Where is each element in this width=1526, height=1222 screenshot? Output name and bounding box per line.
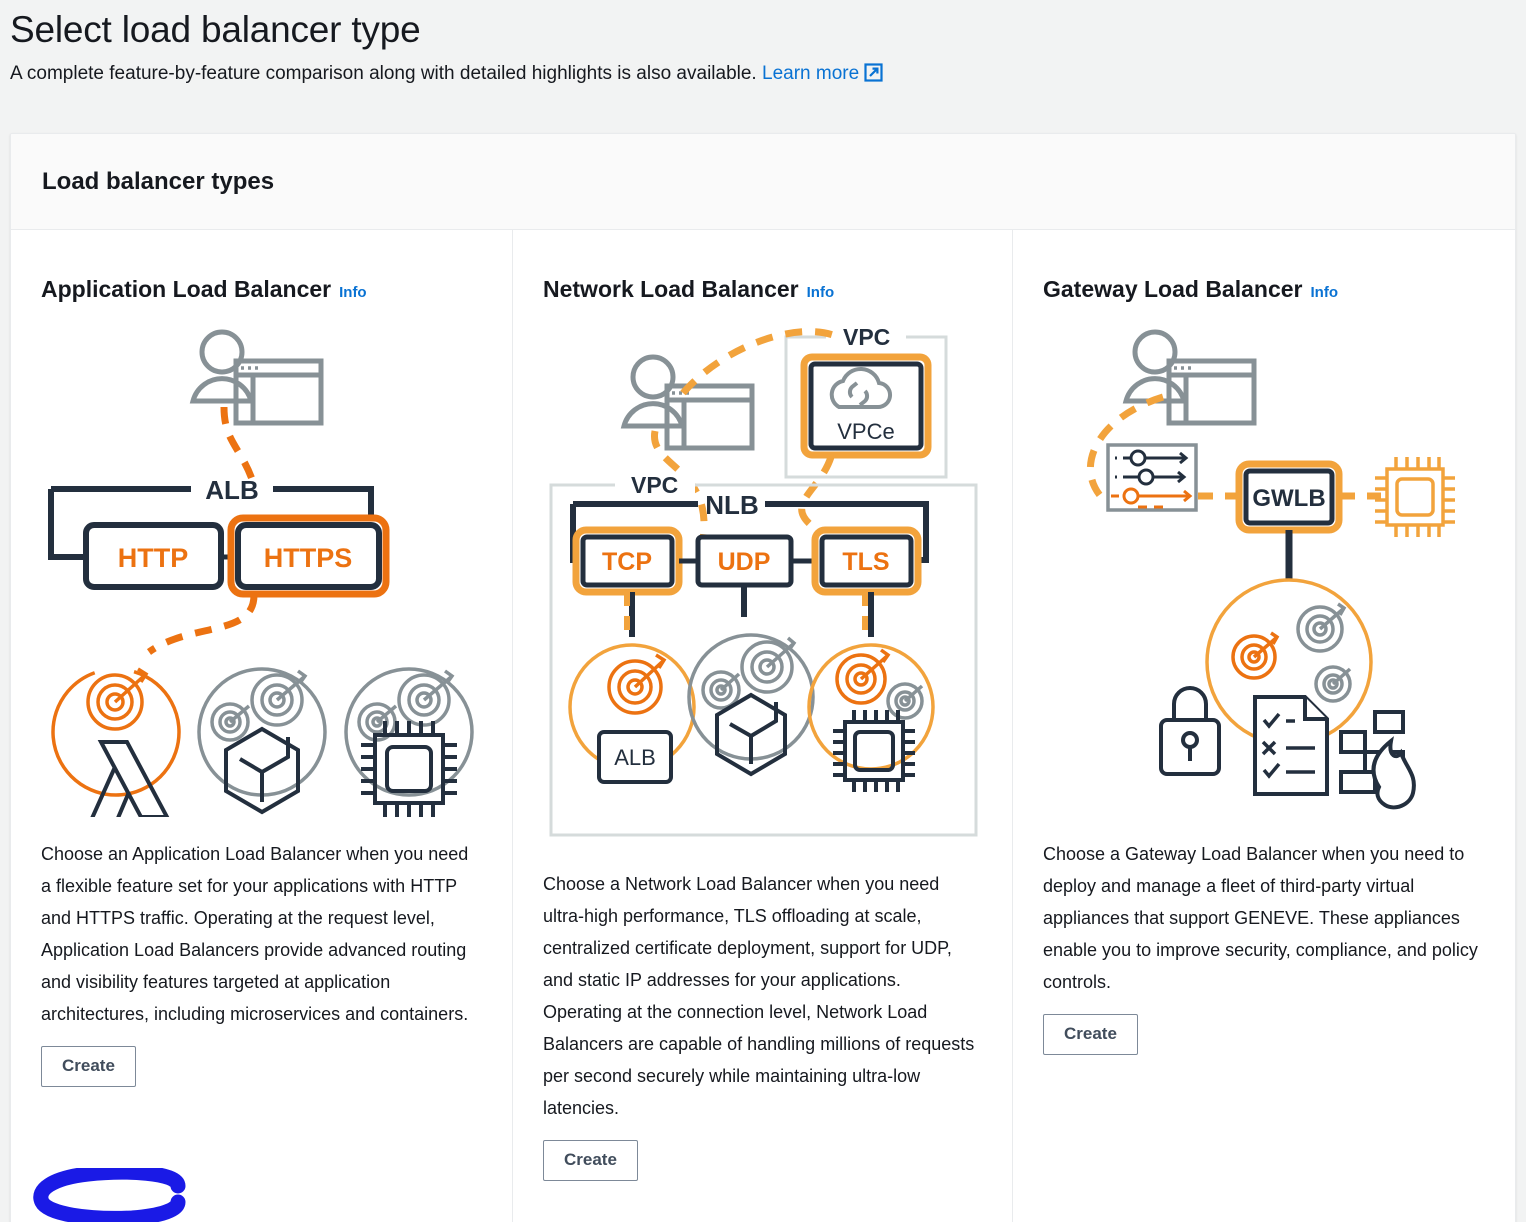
load-balancer-columns: Application Load Balancer Info — [11, 230, 1515, 1222]
user-browser-icon — [620, 354, 755, 451]
alb-title: Application Load Balancer — [41, 276, 332, 302]
nlb-vpc-endpoint[interactable]: VPCe — [800, 353, 932, 459]
nlb-listener-tcp[interactable]: TCP — [572, 526, 683, 596]
nlb-description: Choose a Network Load Balancer when you … — [543, 874, 975, 1119]
nlb-listener-udp[interactable]: UDP — [695, 534, 794, 588]
nlb-listener-tls[interactable]: TLS — [811, 526, 922, 596]
alb-listener-http[interactable]: HTTP — [83, 522, 224, 590]
firewall-icon — [1339, 710, 1416, 810]
nlb-vpc-bottom: VPC — [549, 472, 978, 837]
alb-create-button[interactable]: Create — [41, 1046, 136, 1088]
external-link-icon[interactable] — [864, 63, 883, 90]
gwlb-flow-client — [1086, 393, 1165, 502]
svg-text:TCP: TCP — [602, 548, 652, 576]
gwlb-box[interactable]: GWLB — [1235, 460, 1343, 534]
svg-text:HTTP: HTTP — [118, 543, 189, 573]
load-balancer-types-card: Load balancer types Application Load Bal… — [10, 133, 1516, 1222]
gwlb-title: Gateway Load Balancer — [1043, 276, 1303, 302]
alb-target-container[interactable] — [197, 667, 327, 815]
policy-checklist-icon — [1253, 695, 1329, 796]
user-browser-icon — [1122, 329, 1257, 426]
alb-label: ALB — [205, 475, 258, 505]
svg-text:TLS: TLS — [842, 548, 889, 576]
nlb-info-link[interactable]: Info — [806, 284, 835, 301]
alb-flow-top — [220, 406, 257, 484]
nlb-title-row: Network Load Balancer Info — [543, 276, 982, 303]
nlb-target-container[interactable] — [687, 633, 815, 777]
alb-flow-bottom — [146, 594, 258, 655]
nlb-target-ec2[interactable] — [807, 643, 935, 792]
nlb-target-alb[interactable]: ALB — [568, 643, 696, 784]
nlb-vpc-top: VPC — [784, 324, 948, 479]
alb-diagram: ALB HTTP HTTPS — [41, 317, 482, 827]
gwlb-description: Choose a Gateway Load Balancer when you … — [1043, 844, 1478, 993]
nlb-vpc-bottom-label: VPC — [631, 472, 678, 498]
nlb-vpce-label: VPCe — [837, 419, 894, 444]
svg-text:UDP: UDP — [718, 548, 771, 576]
nlb-target-alb-label: ALB — [614, 745, 656, 770]
alb-target-lambda[interactable] — [41, 643, 205, 827]
alb-info-link[interactable]: Info — [339, 284, 367, 301]
gwlb-create-button[interactable]: Create — [1043, 1014, 1138, 1056]
gwlb-info-link[interactable]: Info — [1310, 284, 1339, 301]
nlb-flow-client-tcp — [651, 430, 708, 540]
nlb-flow-client-vpce — [680, 328, 835, 396]
alb-description: Choose an Application Load Balancer when… — [41, 844, 469, 1025]
vpc-endpoint-cloud-icon — [829, 367, 892, 410]
card-header-title: Load balancer types — [42, 167, 275, 195]
page-subtitle: A complete feature-by-feature comparison… — [10, 62, 1526, 90]
alb-listener-https[interactable]: HTTPS — [227, 514, 390, 598]
nlb-diagram: VPC VPCe — [543, 317, 982, 852]
page-subtitle-text: A complete feature-by-feature comparison… — [10, 63, 757, 85]
gwlb-diagram: GWLB — [1043, 317, 1485, 822]
column-application-load-balancer: Application Load Balancer Info — [11, 230, 512, 1222]
alb-title-row: Application Load Balancer Info — [41, 276, 482, 303]
nlb-create-button[interactable]: Create — [543, 1140, 638, 1182]
column-gateway-load-balancer: Gateway Load Balancer Info — [1012, 230, 1515, 1222]
nlb-title: Network Load Balancer — [543, 276, 799, 302]
gwlb-appliance-group[interactable] — [1159, 578, 1416, 810]
route-table-icon — [1106, 443, 1198, 512]
alb-target-ec2[interactable] — [344, 667, 474, 817]
page-header: Select load balancer type A complete fea… — [0, 0, 1526, 90]
nlb-label: NLB — [705, 490, 758, 520]
nlb-vpc-top-label: VPC — [843, 324, 890, 350]
gwlb-title-row: Gateway Load Balancer Info — [1043, 276, 1485, 303]
svg-text:HTTPS: HTTPS — [264, 543, 353, 573]
user-browser-icon — [189, 329, 324, 426]
card-header: Load balancer types — [11, 134, 1515, 230]
ec2-instance-icon — [1375, 457, 1455, 537]
lock-icon — [1159, 686, 1221, 776]
page-title: Select load balancer type — [10, 9, 421, 50]
column-network-load-balancer: Network Load Balancer Info VPC — [512, 230, 1012, 1222]
nlb-flow-vpce-tls — [798, 455, 835, 543]
gwlb-label: GWLB — [1252, 485, 1325, 512]
learn-more-link[interactable]: Learn more — [762, 63, 860, 85]
